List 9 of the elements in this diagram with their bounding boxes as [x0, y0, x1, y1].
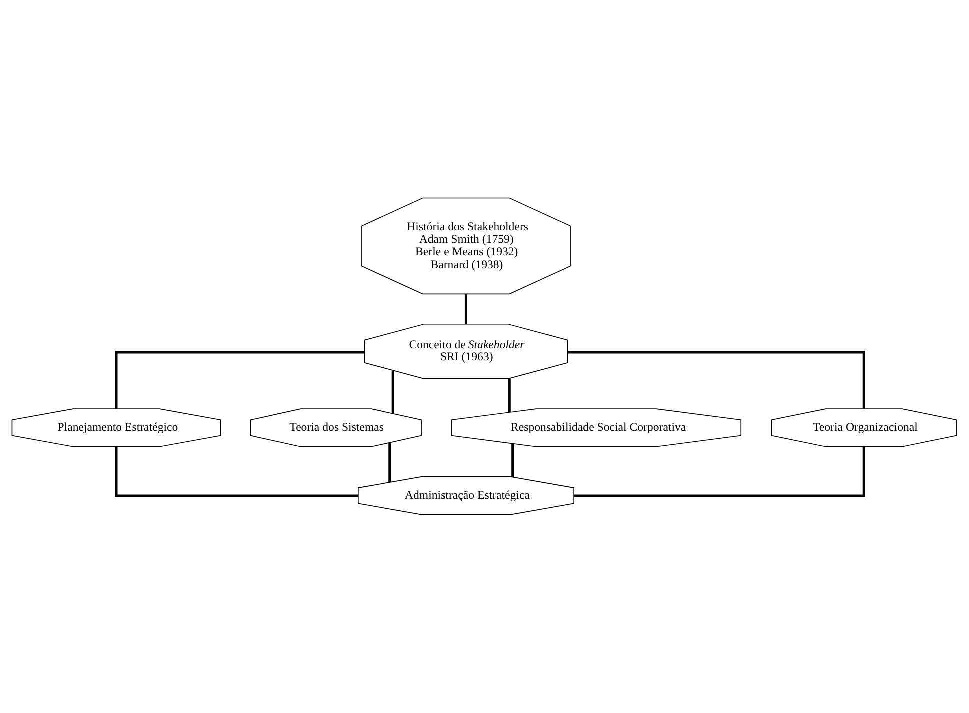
connector: [574, 446, 866, 498]
connector: [508, 378, 511, 412]
connector: [464, 294, 468, 324]
connector: [115, 446, 358, 498]
connector: [388, 443, 392, 482]
connector: [568, 351, 866, 409]
connector: [512, 444, 514, 478]
connector: [392, 370, 394, 414]
connector: [115, 351, 365, 409]
